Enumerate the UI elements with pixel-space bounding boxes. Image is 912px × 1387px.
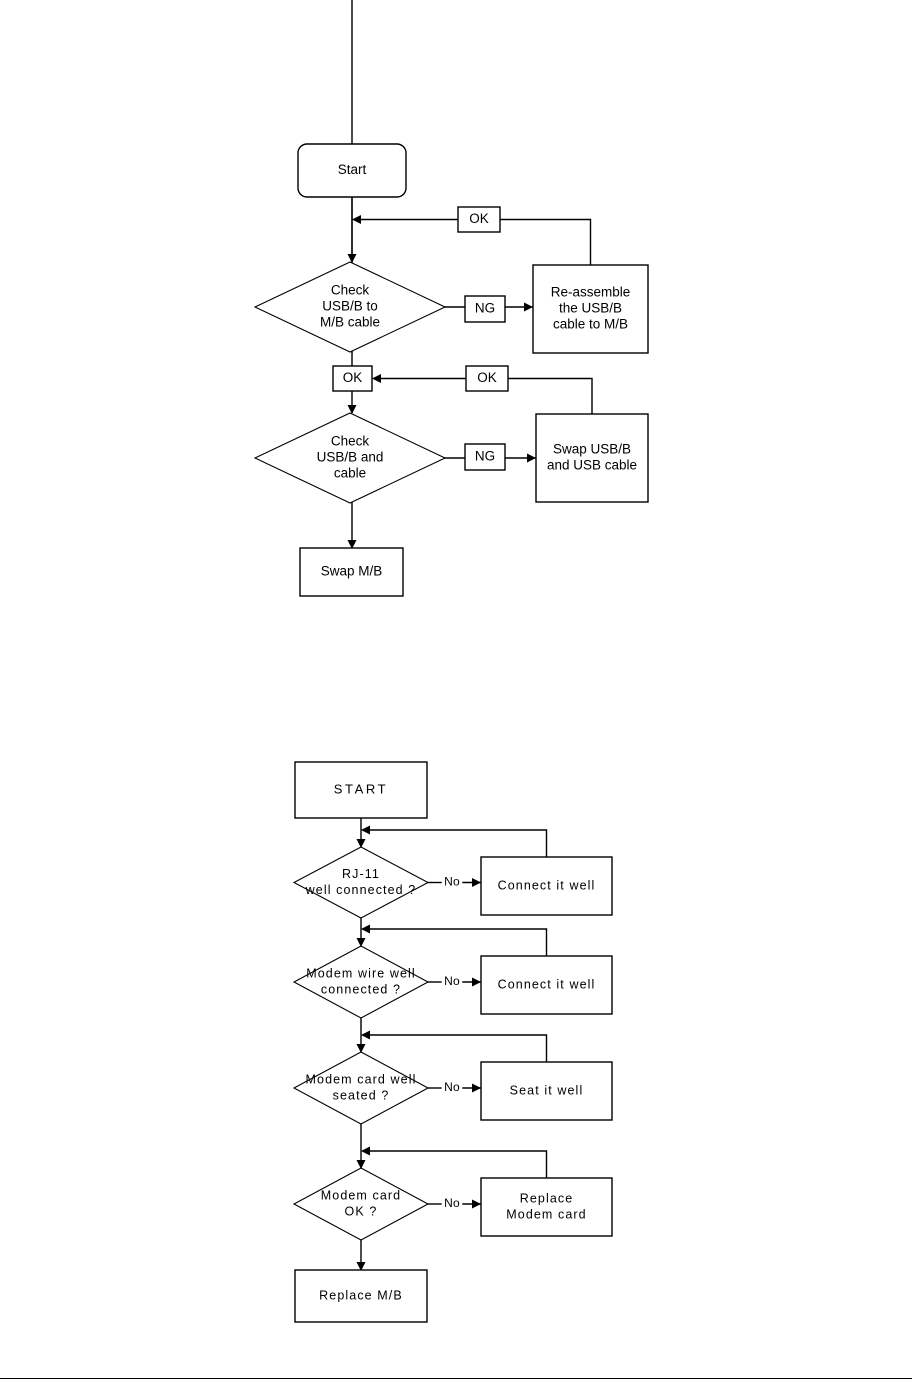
node-label-seated: Modem card well — [306, 1072, 417, 1086]
node-label-check2: Check — [331, 434, 370, 449]
node-connect1 — [480, 856, 613, 916]
node-label-check2: USB/B and — [317, 450, 384, 465]
arrowhead-down-icon — [356, 1044, 366, 1053]
node-check2 — [253, 412, 447, 504]
edge-label-ng-1: NG — [475, 301, 495, 316]
node-start1 — [297, 143, 407, 198]
edge-label-box-ng-2 — [464, 443, 506, 471]
node-label-replcard: Modem card — [506, 1207, 586, 1221]
edge-label-ok-mid: OK — [477, 370, 497, 385]
arrowhead-right-icon — [527, 453, 536, 463]
node-replmb — [294, 1269, 428, 1323]
node-check1 — [253, 261, 447, 353]
node-reassemble — [532, 264, 649, 354]
node-label-seated: seated ? — [333, 1088, 390, 1102]
node-label-replmb: Replace M/B — [319, 1288, 403, 1302]
node-label-cardok: Modem card — [321, 1188, 401, 1202]
arrowhead-left-icon — [352, 215, 361, 224]
arrowhead-down-icon — [347, 540, 357, 549]
node-label-start2: START — [334, 781, 388, 796]
node-label-connect2: Connect it well — [498, 977, 596, 991]
node-label-connect1: Connect it well — [498, 878, 596, 892]
node-label-check1: Check — [331, 283, 370, 298]
arrowhead-down-icon — [356, 839, 366, 848]
node-cardok — [292, 1167, 430, 1241]
arrowhead-left-icon — [361, 924, 370, 934]
arrowhead-down-icon — [347, 405, 357, 414]
node-connect2 — [480, 955, 613, 1015]
connector-connect1-feedback — [362, 829, 548, 858]
edge-label-box-ok-join1 — [332, 365, 373, 392]
connector-reassemble-ok-up — [499, 218, 592, 266]
arrowhead-right-icon — [472, 977, 481, 987]
edge-label-no-1: No — [444, 875, 460, 889]
edge-label-no-3: No — [444, 1080, 460, 1094]
node-label-swapusb: Swap USB/B — [553, 442, 631, 457]
node-replcard — [480, 1177, 613, 1237]
arrowhead-left-icon — [372, 374, 381, 383]
node-swapusb — [535, 413, 649, 503]
edge-label-box-ng-1 — [464, 295, 506, 323]
page-footer-rule — [0, 1378, 912, 1379]
edge-label-box-ok-mid — [465, 365, 509, 392]
node-seat — [480, 1061, 613, 1121]
node-label-swapmb: Swap M/B — [321, 564, 383, 579]
edge-label-no-2: No — [444, 974, 460, 988]
arrowhead-right-icon — [472, 878, 481, 887]
node-label-wire: Modem wire well — [306, 966, 416, 980]
arrowhead-right-icon — [472, 1199, 481, 1209]
edge-label-ok-top: OK — [469, 211, 489, 226]
node-wire — [292, 945, 430, 1019]
arrowhead-left-icon — [361, 825, 370, 835]
node-seated — [292, 1051, 430, 1125]
arrowhead-left-icon — [361, 1030, 370, 1040]
edge-label-no-4: No — [444, 1196, 460, 1210]
node-label-start1: Start — [338, 162, 367, 177]
arrowhead-right-icon — [524, 302, 533, 312]
node-label-wire: connected ? — [321, 982, 401, 996]
node-label-check1: M/B cable — [320, 315, 380, 330]
node-label-replcard: Replace — [520, 1191, 574, 1205]
node-label-seat: Seat it well — [510, 1083, 584, 1097]
node-label-reassemble: Re-assemble — [551, 285, 631, 300]
connector-connect2-feedback — [362, 928, 548, 957]
node-rj11 — [292, 846, 430, 919]
node-label-reassemble: cable to M/B — [553, 317, 628, 332]
node-start2 — [294, 761, 428, 819]
node-label-swapusb: and USB cable — [547, 458, 637, 473]
node-label-check2: cable — [334, 466, 366, 481]
node-label-reassemble: the USB/B — [559, 301, 622, 316]
connector-swapusb-ok-up — [507, 377, 593, 415]
arrowhead-right-icon — [472, 1083, 481, 1093]
edge-label-ng-2: NG — [475, 449, 495, 464]
edge-label-box-ok-top — [457, 206, 501, 233]
arrowhead-down-icon — [356, 1160, 366, 1169]
node-swapmb — [299, 547, 404, 597]
node-label-rj11: well connected ? — [305, 883, 417, 897]
edge-label-ok-join1: OK — [343, 370, 363, 385]
node-label-cardok: OK ? — [345, 1204, 378, 1218]
connector-seat-feedback — [362, 1034, 548, 1063]
arrowhead-down-icon — [356, 1262, 366, 1271]
node-label-check1: USB/B to — [322, 299, 378, 314]
node-label-rj11: RJ-11 — [342, 867, 380, 881]
arrowhead-left-icon — [361, 1146, 370, 1156]
arrowhead-down-icon — [356, 938, 366, 947]
connector-replcard-feedback — [362, 1150, 548, 1179]
